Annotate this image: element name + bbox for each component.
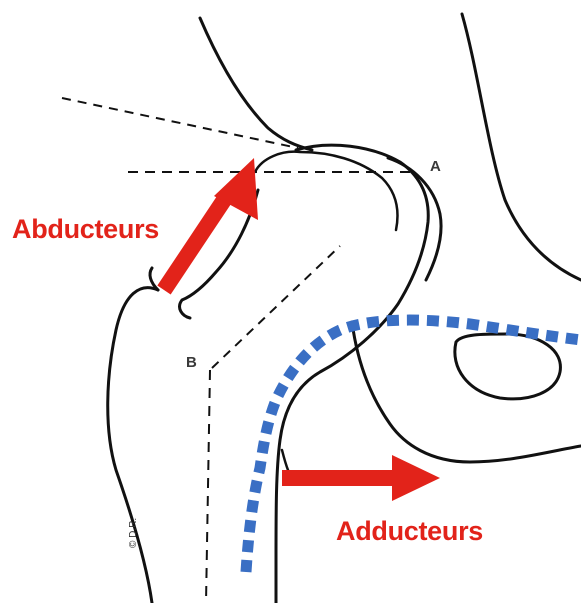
point-b-label: B	[186, 354, 197, 371]
copyright-credit: © D.R.	[128, 488, 142, 548]
adductors-arrow	[282, 455, 440, 501]
pelvis-outline	[200, 18, 312, 150]
point-a-label: A	[430, 158, 441, 175]
obturator-foramen-outline	[455, 334, 561, 399]
abductors-label: Abducteurs	[12, 214, 159, 245]
femur-head-inner-outline	[255, 152, 397, 230]
shaft-axis-dashed-line	[206, 370, 210, 603]
abductors-arrow	[164, 158, 258, 290]
neck-axis-dashed-line	[212, 246, 340, 368]
adductors-label: Adducteurs	[336, 516, 483, 547]
lateral-shaft-outline	[108, 288, 158, 603]
pelvis-right-outline	[462, 14, 581, 280]
